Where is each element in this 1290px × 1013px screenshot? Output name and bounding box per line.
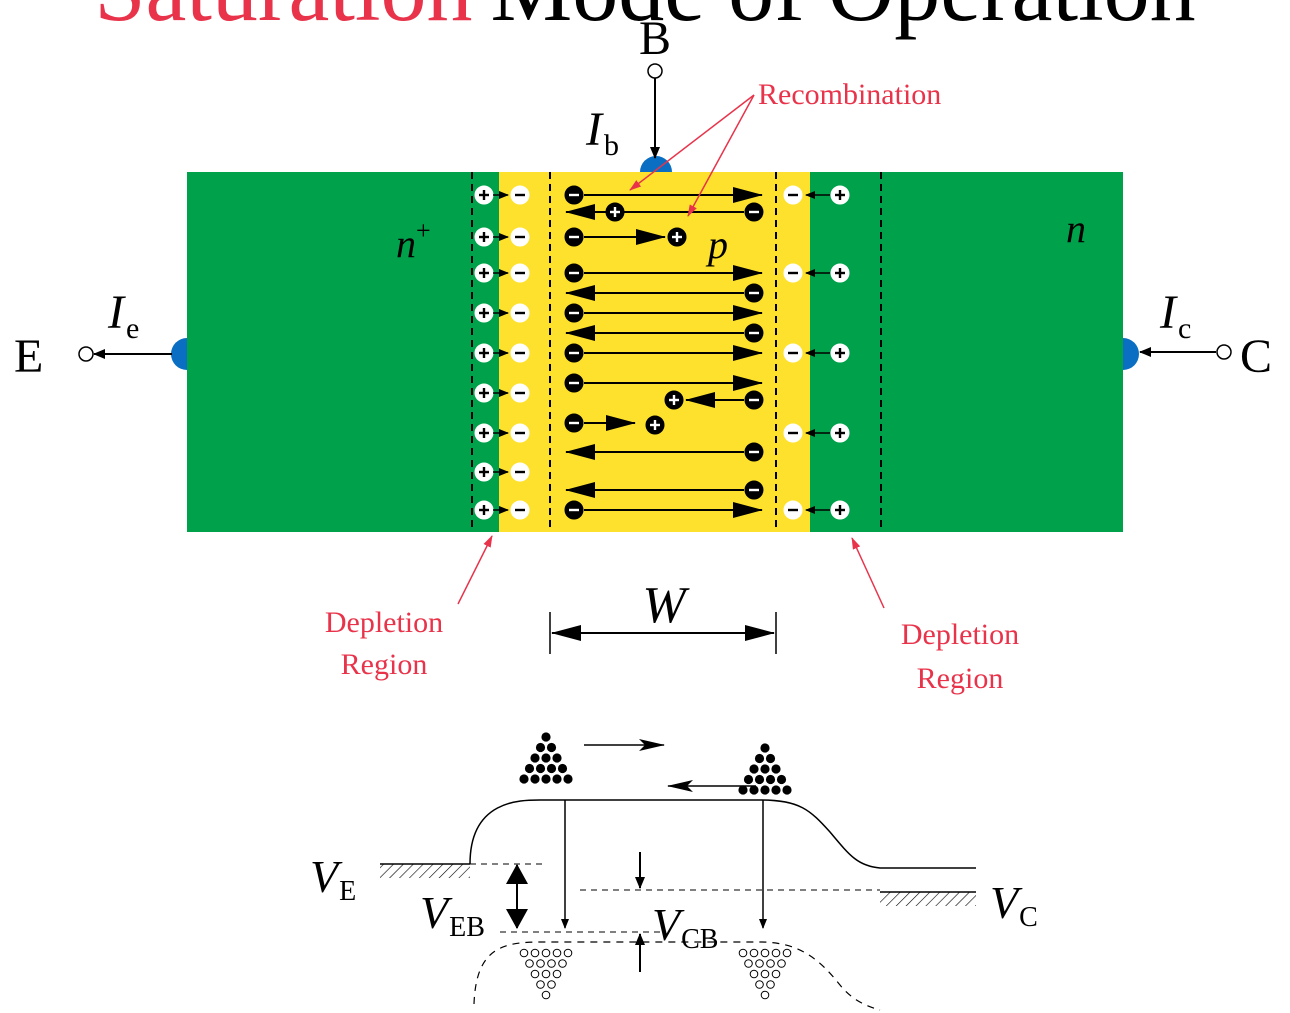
emitter-terminal-node xyxy=(78,346,94,362)
collector-hole-1 xyxy=(830,263,850,283)
junction-hole-5 xyxy=(474,383,494,403)
junction-electron-5 xyxy=(510,383,530,403)
collector-current-label: Ic xyxy=(1159,286,1191,345)
vc-label: VC xyxy=(990,877,1038,933)
emitter-terminal-label: E xyxy=(14,330,43,383)
collector-terminal-node xyxy=(1216,344,1232,360)
junction-hole-4 xyxy=(474,343,494,363)
base-electron-fwd-3 xyxy=(564,343,584,363)
base-electron-fwd-5 xyxy=(564,500,584,520)
recomb-electron-2 xyxy=(564,413,584,433)
base-current-label: Ib xyxy=(585,103,619,162)
junction-hole-7 xyxy=(474,462,494,482)
junction-electron-0 xyxy=(510,185,530,205)
junction-electron-7 xyxy=(510,462,530,482)
title-rest: Mode of Operation xyxy=(491,0,1196,40)
hole-pile-left xyxy=(519,948,573,1000)
junction-hole-2 xyxy=(474,263,494,283)
junction-hole-0 xyxy=(474,185,494,205)
base-electron-rev-0 xyxy=(744,202,764,222)
collector-terminal-label: C xyxy=(1240,330,1272,383)
base-electron-fwd-2 xyxy=(564,303,584,323)
base-electron-fwd-4 xyxy=(564,373,584,393)
emitter-fermi-hatch xyxy=(380,864,470,878)
collector-electron-0 xyxy=(783,185,803,205)
recomb-hole-4 xyxy=(664,390,684,410)
band-diagram: VE VC VEB VCB xyxy=(310,732,1038,1011)
collector-hole-3 xyxy=(830,423,850,443)
title-highlight: Saturation xyxy=(94,0,472,40)
emitter-current-label: Ie xyxy=(107,286,139,345)
conduction-band-edge xyxy=(469,799,976,869)
junction-hole-6 xyxy=(474,423,494,443)
veb-arrow-down xyxy=(506,909,528,929)
electron-pile-left xyxy=(519,732,573,784)
collector-electron-1 xyxy=(783,263,803,283)
width-label: W xyxy=(642,577,690,634)
collector-electron-4 xyxy=(783,500,803,520)
base-electron-rev-1 xyxy=(744,283,764,303)
junction-electron-6 xyxy=(510,423,530,443)
valence-band-edge xyxy=(473,941,881,1011)
depletion-left-label-1: Depletion xyxy=(325,606,443,639)
junction-electron-2 xyxy=(510,263,530,283)
recomb-hole-1 xyxy=(667,227,687,247)
junction-electron-4 xyxy=(510,343,530,363)
veb-label: VEB xyxy=(420,887,485,943)
electron-pile-right xyxy=(738,743,792,795)
base-electron-rev-4 xyxy=(744,480,764,500)
emitter-n-region xyxy=(187,172,499,532)
base-terminal-node xyxy=(647,63,663,79)
recombination-arrow-2 xyxy=(687,94,755,217)
base-contact xyxy=(640,156,672,172)
recomb-electron-1 xyxy=(564,227,584,247)
depletion-left-arrow xyxy=(457,535,493,605)
veb-arrow-up xyxy=(506,864,528,884)
collector-electron-2 xyxy=(783,343,803,363)
vcb-label: VCB xyxy=(652,899,718,955)
collector-region-label: n xyxy=(1066,206,1086,251)
ve-label: VE xyxy=(310,851,356,907)
carrier-piles xyxy=(519,732,792,1000)
depletion-left-label-2: Region xyxy=(341,648,428,681)
collector-fermi-hatch xyxy=(880,892,976,906)
base-region-label: p xyxy=(705,222,728,267)
hole-pile-right xyxy=(738,948,792,1000)
recomb-hole-3 xyxy=(645,415,665,435)
junction-electron-8 xyxy=(510,500,530,520)
recomb-electron-3 xyxy=(744,390,764,410)
collector-hole-4 xyxy=(830,500,850,520)
recombination-label: Recombination xyxy=(758,78,941,111)
recombination-arrow-1 xyxy=(629,94,755,191)
junction-hole-8 xyxy=(474,500,494,520)
emitter-region-label: n+ xyxy=(396,216,431,266)
base-electron-rev-2 xyxy=(744,323,764,343)
page-title: Saturation Mode of Operation xyxy=(94,0,1195,40)
emitter-contact xyxy=(171,338,187,370)
junction-hole-1 xyxy=(474,227,494,247)
base-terminal-label: B xyxy=(639,12,671,65)
collector-hole-2 xyxy=(830,343,850,363)
recomb-hole-2 xyxy=(605,202,625,222)
depletion-right-label-1: Depletion xyxy=(901,618,1019,651)
junction-electron-1 xyxy=(510,227,530,247)
depletion-right-label-2: Region xyxy=(917,662,1004,695)
base-electron-fwd-0 xyxy=(564,185,584,205)
collector-electron-3 xyxy=(783,423,803,443)
carriers-layer xyxy=(474,185,850,520)
base-electron-fwd-1 xyxy=(564,263,584,283)
junction-hole-3 xyxy=(474,303,494,323)
depletion-right-arrow xyxy=(851,537,885,609)
collector-hole-0 xyxy=(830,185,850,205)
base-electron-rev-3 xyxy=(744,442,764,462)
collector-n-region xyxy=(810,172,1123,532)
collector-contact xyxy=(1123,338,1139,370)
junction-electron-3 xyxy=(510,303,530,323)
